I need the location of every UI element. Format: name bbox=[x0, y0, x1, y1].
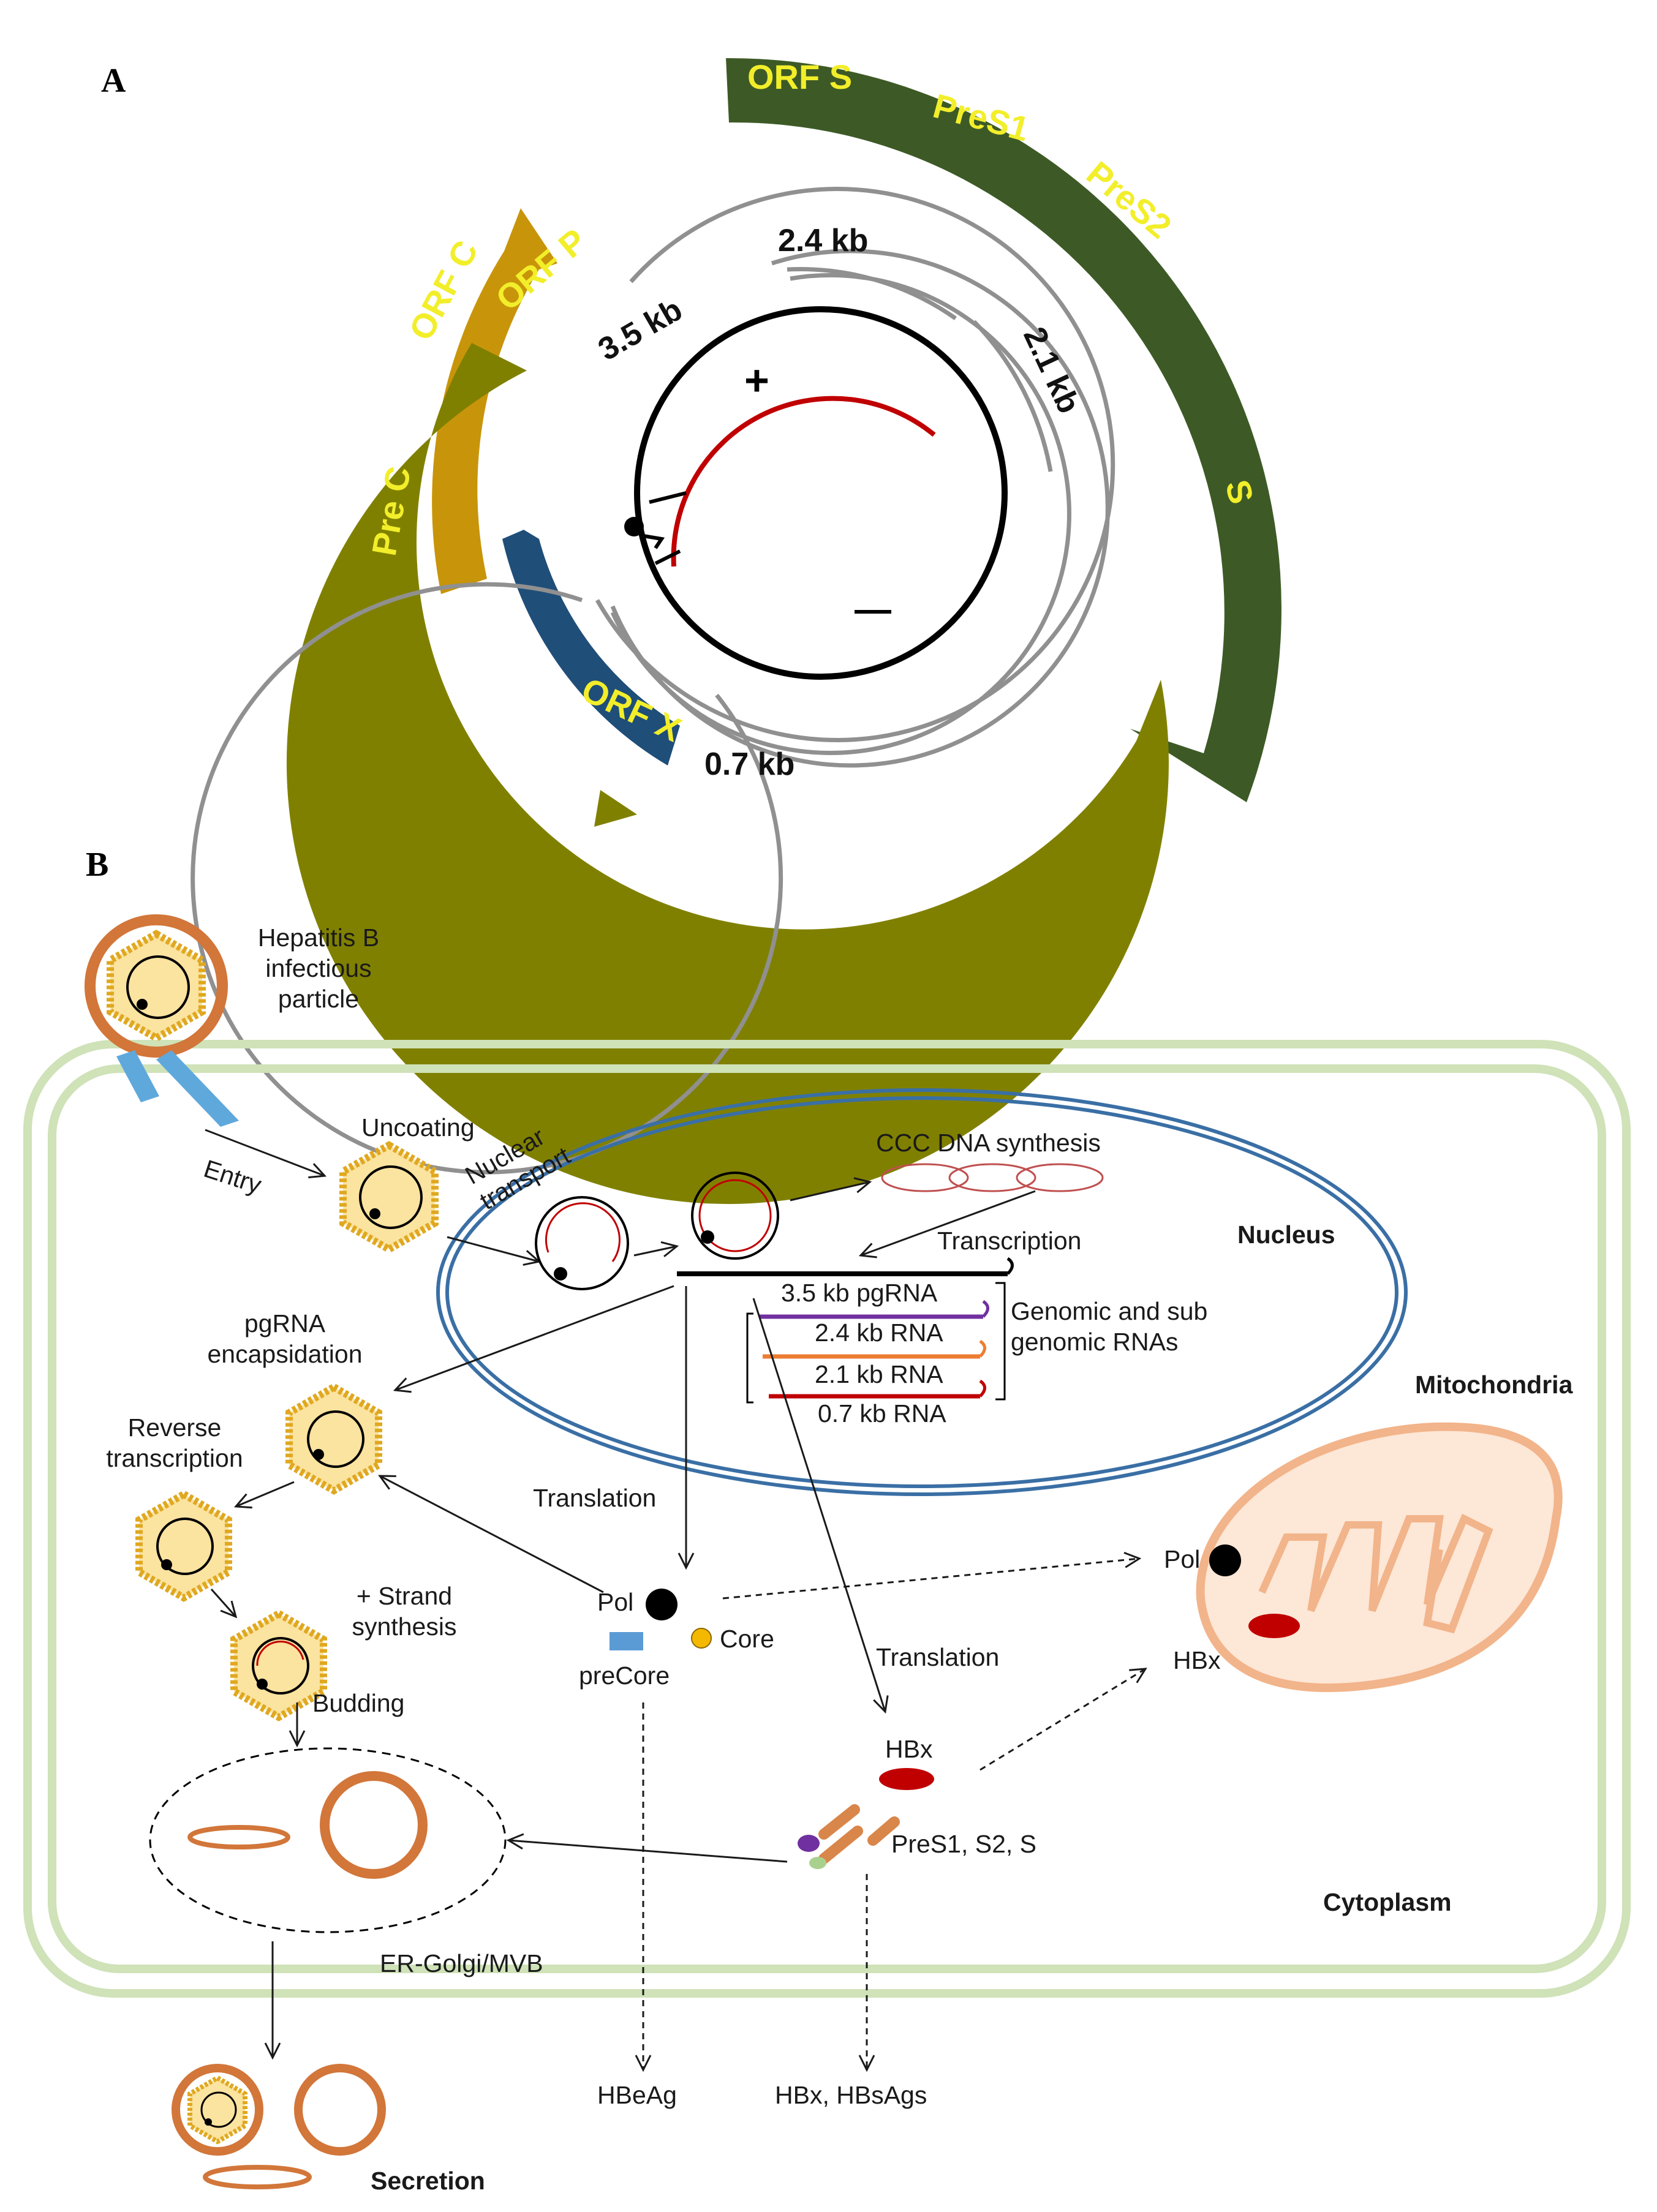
ccc-dna-rings bbox=[881, 1163, 1104, 1192]
receptor-right bbox=[156, 1050, 239, 1127]
kb-2-1-label: 2.1 kb bbox=[1016, 322, 1087, 419]
precore-label: preCore bbox=[579, 1661, 670, 1690]
kb-2-4-label: 2.4 kb bbox=[778, 223, 868, 258]
minus-sign: — bbox=[855, 589, 891, 630]
kb-3-5-label: 3.5 kb bbox=[592, 292, 689, 367]
plus-strand-arrow bbox=[210, 1589, 236, 1617]
rna-2-4-label: 2.4 kb RNA bbox=[815, 1319, 943, 1347]
hbeag-label: HBeAg bbox=[597, 2081, 677, 2109]
secreted-virion bbox=[172, 2064, 263, 2156]
cristae bbox=[1258, 1513, 1493, 1634]
translation-arrow-2 bbox=[752, 1298, 885, 1712]
precore-rect bbox=[610, 1632, 643, 1650]
mitochondria-label: Mitochondria bbox=[1415, 1371, 1574, 1399]
core-label: Core bbox=[720, 1625, 774, 1653]
cell-membrane-outer bbox=[23, 1040, 1631, 1998]
pres-proteins bbox=[798, 1804, 900, 1869]
transcription-arrow bbox=[861, 1190, 1036, 1255]
pol-dot-1 bbox=[646, 1589, 678, 1620]
entry-arrow bbox=[205, 1129, 325, 1176]
orf-p-arrowhead bbox=[594, 790, 637, 827]
repair-arrow bbox=[633, 1246, 677, 1255]
nuclear-transport-arrow bbox=[447, 1236, 539, 1262]
transcription-label: Transcription bbox=[937, 1227, 1081, 1255]
hbx-to-mito-arrow bbox=[979, 1669, 1146, 1771]
budding-label: Budding bbox=[312, 1689, 404, 1717]
kb-0-7-label: 0.7 kb bbox=[704, 747, 795, 782]
filament-particle bbox=[187, 1825, 290, 1849]
hbx-protein bbox=[879, 1768, 934, 1790]
panel-a: A ORF S PreS1 PreS2 S OR bbox=[101, 58, 1281, 1204]
ccc-dna-label: CCC DNA synthesis bbox=[876, 1129, 1101, 1157]
orf-c-arc bbox=[432, 208, 557, 594]
encapsidation-arrow bbox=[395, 1285, 674, 1390]
hbx-mito bbox=[1248, 1614, 1300, 1638]
translation-label-2: Translation bbox=[876, 1643, 999, 1671]
rna-arcs bbox=[191, 187, 1115, 1175]
rna-2-1-label: 2.1 kb RNA bbox=[815, 1360, 943, 1388]
orf-s-arc bbox=[726, 58, 1281, 803]
uncoating-label: Uncoating bbox=[361, 1113, 475, 1142]
gap-ticks bbox=[649, 491, 687, 565]
panel-a-letter: A bbox=[101, 62, 126, 100]
orf-s-label: ORF S bbox=[747, 58, 852, 96]
nucleus-inner bbox=[445, 1096, 1398, 1488]
nucleus-outer bbox=[436, 1088, 1408, 1496]
hbx-label-1: HBx bbox=[885, 1735, 933, 1763]
dna-plus-strand bbox=[671, 396, 936, 567]
capsid-pgrna bbox=[285, 1383, 382, 1495]
secreted-empty-envelope bbox=[294, 2064, 386, 2156]
rna-0-7-label: 0.7 kb RNA bbox=[818, 1399, 946, 1428]
er-golgi-compartment bbox=[149, 1747, 507, 1933]
pol-to-capsid-arrow bbox=[380, 1476, 604, 1593]
rcdna-genome bbox=[535, 1196, 629, 1290]
hbx-label-2: HBx bbox=[1173, 1646, 1221, 1674]
capsid-rt bbox=[135, 1490, 232, 1602]
capsid-plus-strand bbox=[230, 1609, 327, 1721]
pres-label: PreS1, S2, S bbox=[891, 1830, 1036, 1858]
uncoated-capsid bbox=[339, 1141, 439, 1254]
secretion-label: Secretion bbox=[371, 2167, 485, 2195]
rna-bracket bbox=[995, 1282, 1006, 1401]
nucleus-label: Nucleus bbox=[1237, 1221, 1335, 1249]
pol-label-1: Pol bbox=[597, 1588, 633, 1616]
er-golgi-label: ER-Golgi/MVB bbox=[380, 1949, 543, 1977]
cell-membrane-inner bbox=[48, 1064, 1606, 1973]
empty-envelope bbox=[320, 1771, 428, 1879]
rt-arrow bbox=[236, 1481, 295, 1507]
secreted-filament bbox=[203, 2165, 312, 2189]
cccdna-genome bbox=[691, 1172, 779, 1260]
core-dot bbox=[691, 1628, 712, 1649]
envelope-to-er-arrow bbox=[508, 1840, 788, 1863]
ccc-arrow bbox=[790, 1182, 870, 1202]
translation-label-1: Translation bbox=[533, 1484, 656, 1512]
panel-b-letter: B bbox=[86, 846, 108, 884]
pol-to-mito-arrow bbox=[722, 1559, 1139, 1600]
gap-marker bbox=[643, 534, 665, 549]
dna-minus-strand bbox=[634, 306, 1008, 680]
orf-p-arc bbox=[286, 343, 1169, 1204]
receptor-left bbox=[116, 1050, 159, 1102]
pol-dot-2 bbox=[1209, 1544, 1241, 1576]
rna-arcs-top bbox=[787, 267, 1053, 472]
plus-sign: + bbox=[744, 356, 769, 404]
cytoplasm-label: Cytoplasm bbox=[1323, 1888, 1452, 1916]
pol-label-2: Pol bbox=[1164, 1545, 1200, 1573]
polymerase-dot bbox=[624, 517, 644, 536]
rna-3-5-label: 3.5 kb pgRNA bbox=[781, 1279, 938, 1307]
entry-label: Entry bbox=[200, 1154, 265, 1199]
hbx-hbsags-label: HBx, HBsAgs bbox=[775, 2081, 927, 2109]
hbv-particle bbox=[85, 914, 228, 1058]
